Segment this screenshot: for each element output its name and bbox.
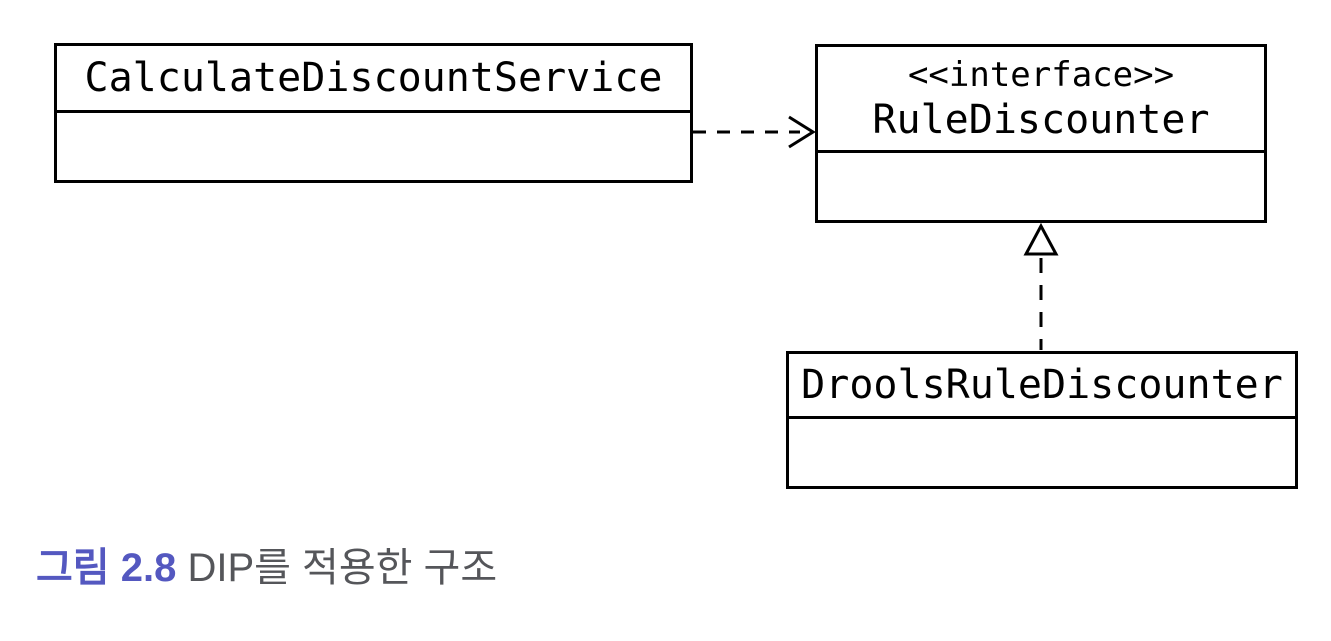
- interface-name-label: RuleDiscounter: [872, 96, 1210, 143]
- figure-caption-text: DIP를 적용한 구조: [187, 546, 498, 590]
- class-name-label: CalculateDiscountService: [84, 55, 663, 101]
- open-arrowhead-icon: [788, 115, 816, 149]
- figure-number-label: 그림 2.8: [36, 546, 177, 590]
- class-name-label: DroolsRuleDiscounter: [801, 362, 1283, 408]
- stereotype-label: <<interface>>: [907, 55, 1175, 96]
- class-attributes-compartment: [57, 113, 690, 180]
- class-title-compartment: DroolsRuleDiscounter: [789, 354, 1295, 419]
- figure-caption: 그림 2.8 DIP를 적용한 구조: [36, 544, 497, 592]
- class-box-drools-rule-discounter: DroolsRuleDiscounter: [786, 351, 1298, 489]
- class-title-compartment: CalculateDiscountService: [57, 46, 690, 113]
- class-attributes-compartment: [789, 419, 1295, 486]
- dependency-arrow: [693, 115, 816, 149]
- interface-title-compartment: <<interface>> RuleDiscounter: [818, 47, 1264, 153]
- class-box-calculate-discount-service: CalculateDiscountService: [54, 43, 693, 183]
- realization-arrow: [1023, 222, 1059, 350]
- hollow-triangle-arrowhead-icon: [1023, 222, 1059, 256]
- interface-box-rule-discounter: <<interface>> RuleDiscounter: [815, 44, 1267, 223]
- interface-attributes-compartment: [818, 153, 1264, 220]
